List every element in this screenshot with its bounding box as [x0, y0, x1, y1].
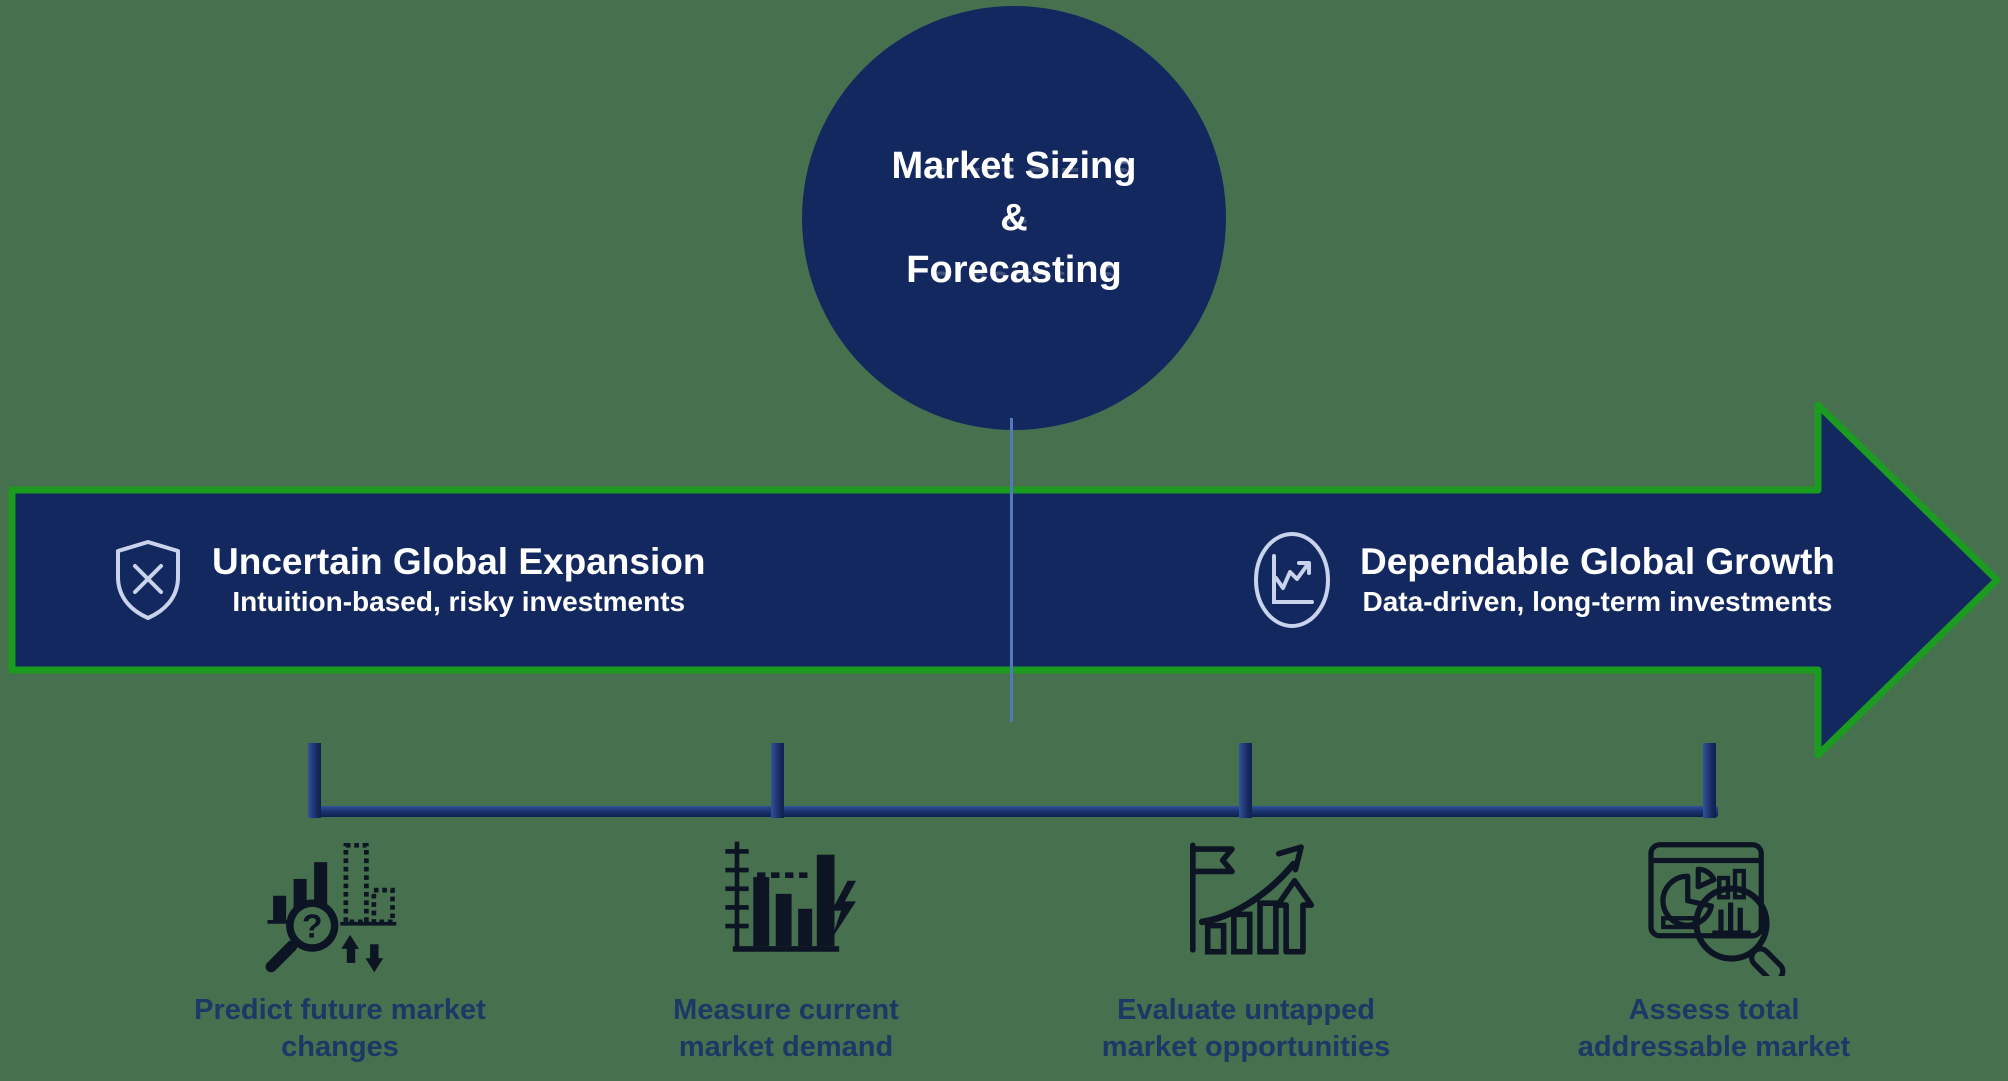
dependable-growth-text: Dependable Global Growth Data-driven, lo… [1360, 542, 1835, 618]
timeline-tick-1 [308, 743, 321, 818]
dependable-growth-block: Dependable Global Growth Data-driven, lo… [1252, 490, 1835, 670]
title-line-3: Forecasting [906, 249, 1122, 291]
column-label-measure: Measure current market demand [556, 992, 1016, 1066]
question-mark-glyph: ? [302, 909, 323, 946]
magnifier-question-bars-icon: ? [265, 843, 397, 973]
timeline-bar [310, 806, 1718, 817]
title-line-2: & [1000, 197, 1028, 239]
title-circle: Market Sizing & Forecasting [802, 6, 1226, 430]
label-line: changes [281, 1031, 399, 1063]
label-line: Evaluate untapped [1117, 994, 1375, 1026]
label-line: addressable market [1577, 1031, 1851, 1063]
column-label-predict: Predict future market changes [110, 992, 570, 1066]
left-subheading: Intuition-based, risky investments [232, 586, 686, 617]
label-line: Assess total [1628, 994, 1800, 1026]
right-heading: Dependable Global Growth [1360, 541, 1835, 582]
timeline-tick-3 [1239, 743, 1252, 818]
shield-x-icon [116, 540, 180, 620]
label-line: market demand [678, 1031, 894, 1063]
line-chart-circle-icon [1254, 532, 1330, 628]
timeline-tick-2 [771, 743, 784, 818]
uncertain-expansion-block: Uncertain Global Expansion Intuition-bas… [112, 490, 705, 670]
flag-growth-arrow-icon [1190, 842, 1315, 955]
timeline-tick-4 [1703, 743, 1716, 818]
pie-chart-magnifier-icon [1648, 842, 1786, 976]
circle-connector-line [1010, 418, 1013, 722]
label-line: Measure current [673, 994, 899, 1026]
left-heading: Uncertain Global Expansion [212, 541, 706, 582]
bar-chart-lightning-icon [725, 841, 856, 952]
right-subheading: Data-driven, long-term investments [1362, 586, 1833, 617]
title-line-1: Market Sizing [891, 145, 1137, 187]
column-label-assess: Assess total addressable market [1484, 992, 1944, 1066]
label-line: Predict future market [194, 994, 486, 1026]
label-line: market opportunities [1101, 1031, 1391, 1063]
uncertain-expansion-text: Uncertain Global Expansion Intuition-bas… [212, 542, 705, 618]
column-label-evaluate: Evaluate untapped market opportunities [1016, 992, 1476, 1066]
